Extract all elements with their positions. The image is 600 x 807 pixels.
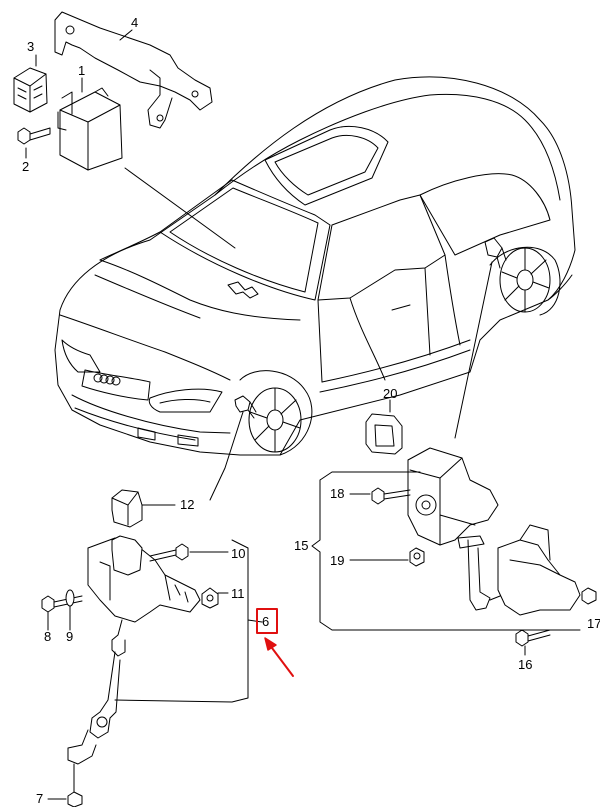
leader-line-front: [209, 411, 244, 501]
nut-part-19: [409, 547, 425, 567]
sensor-marker-rear-axle: [484, 237, 507, 269]
label-part-15: 15: [294, 538, 308, 553]
bracket-line-6: [114, 539, 249, 703]
bracket-part-4: [54, 11, 213, 129]
bolt-part-10: [149, 543, 189, 562]
leader-line-6: [247, 619, 263, 623]
label-part-20: 20: [383, 386, 397, 401]
leader-line-module: [124, 167, 236, 249]
leader-line-rear: [454, 261, 493, 439]
label-part-17: 17: [587, 616, 600, 631]
highlight-box-6: [256, 608, 278, 634]
sensor-marker-dash: [227, 281, 259, 299]
relay-part-3: [13, 67, 48, 113]
label-part-1: 1: [78, 63, 85, 78]
nut-part-11: [201, 587, 219, 609]
label-part-3: 3: [27, 39, 34, 54]
label-part-6: 6: [262, 614, 269, 629]
label-part-10: 10: [231, 546, 245, 561]
leader-line-4: [119, 29, 133, 41]
bolt-part-18: [371, 487, 411, 505]
nut-part-7: [67, 763, 83, 807]
control-module-part-1: [57, 87, 123, 171]
label-part-4: 4: [131, 15, 138, 30]
label-part-2: 2: [22, 159, 29, 174]
bolt-part-2: [17, 127, 51, 145]
bracket-line-15: [311, 471, 581, 631]
label-part-11: 11: [231, 586, 245, 601]
bolt-part-8: [41, 595, 83, 613]
nut-part-17: [581, 587, 597, 605]
label-part-18: 18: [330, 486, 344, 501]
label-part-16: 16: [518, 657, 532, 672]
sensor-cap-part-12: [111, 489, 143, 528]
label-part-9: 9: [66, 629, 73, 644]
level-sensor-part-6: [67, 535, 201, 765]
bolt-part-16: [515, 629, 551, 647]
bracket-part-17: [497, 524, 581, 616]
label-part-8: 8: [44, 629, 51, 644]
label-part-7: 7: [36, 791, 43, 806]
washer-part-9: [65, 589, 75, 607]
label-part-12: 12: [180, 497, 194, 512]
clip-part-20: [365, 413, 403, 455]
label-part-19: 19: [330, 553, 344, 568]
car-body: [54, 76, 576, 456]
part-labels: 4 3 1 2 12 10 11 6 8 9 7 20 18 15 19 16 …: [22, 15, 600, 806]
sensor-marker-front-axle: [234, 395, 257, 419]
highlight-arrow: [264, 637, 294, 677]
